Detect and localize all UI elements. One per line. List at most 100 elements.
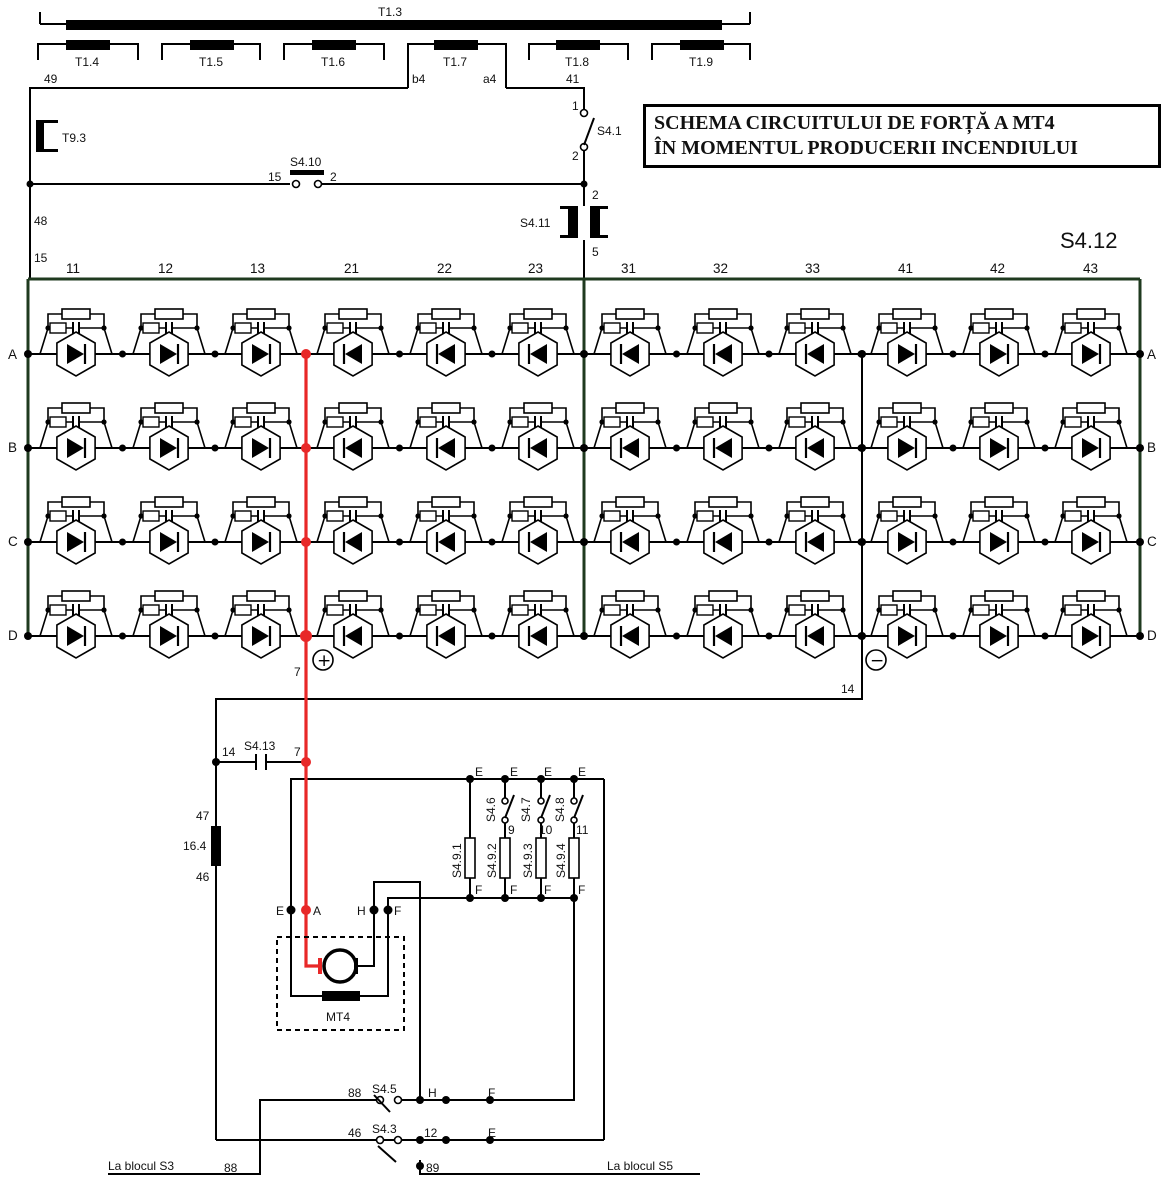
diode-cell <box>1054 308 1128 377</box>
row-label-left: B <box>8 440 17 455</box>
diode-cell <box>593 590 667 659</box>
diode-symbol <box>807 438 824 458</box>
center-junction <box>580 538 588 546</box>
bottom-f3-label: F <box>544 883 551 897</box>
la-blocul-s3-label: La blocul S3 <box>108 1159 174 1173</box>
snubber-resistor <box>431 402 461 414</box>
lower-junctions <box>212 758 578 1170</box>
s4-5-switch <box>373 1094 403 1113</box>
diode-symbol <box>67 344 84 364</box>
diode-cell <box>962 308 1036 377</box>
resistor-16-4 <box>211 826 221 866</box>
diode-symbol <box>898 626 915 646</box>
snubber-resistor <box>154 496 184 508</box>
diode-cell <box>870 590 944 659</box>
row-junction <box>765 538 773 546</box>
schematic-title: SCHEMA CIRCUITULUI DE FORȚĂ A MT4 ÎN MOM… <box>643 104 1161 168</box>
diode-cell <box>778 590 852 659</box>
s4-13-label: S4.13 <box>244 739 276 753</box>
top-e1-label: E <box>475 765 483 779</box>
upper-wiring <box>29 87 585 280</box>
motor-brush-right <box>354 958 358 974</box>
motor-enclosure <box>276 936 405 1031</box>
diode-symbol <box>1082 438 1099 458</box>
snubber-resistor <box>246 590 276 602</box>
s4-9-1-label: S4.9.1 <box>450 843 464 878</box>
s4-7-label: S4.7 <box>519 797 533 822</box>
s4-1-pin1: 1 <box>572 99 579 113</box>
diode-cell <box>409 590 483 659</box>
snubber-resistor <box>1076 308 1106 320</box>
snubber-resistor <box>61 590 91 602</box>
center-junction <box>580 444 588 452</box>
la-blocul-s5-label: La blocul S5 <box>607 1159 673 1173</box>
diode-symbol <box>715 532 732 552</box>
s4-1-switch <box>579 108 595 152</box>
fault-path-nodes <box>300 349 312 915</box>
row-junction <box>673 350 680 358</box>
top-e2-label: E <box>510 765 518 779</box>
motor-field-winding <box>322 991 360 1001</box>
diode-symbol <box>622 438 639 458</box>
diode-symbol <box>160 438 177 458</box>
wire-88b-label: 88 <box>224 1161 238 1175</box>
row-terminal <box>24 632 32 640</box>
snubber-resistor <box>154 308 184 320</box>
diode-cell <box>316 308 390 377</box>
snubber-resistor <box>800 402 830 414</box>
diode-cell <box>1054 590 1128 659</box>
diode-cell <box>409 496 483 565</box>
row-junction <box>396 632 403 640</box>
s4-6-8-switches <box>469 779 584 838</box>
wire-41-label: 41 <box>566 72 580 86</box>
s4-6-label: S4.6 <box>484 797 498 822</box>
wire-46-label: 46 <box>196 870 210 884</box>
diode-cell <box>593 496 667 565</box>
t1-3-label: T1.3 <box>378 5 402 19</box>
snubber-resistor <box>892 308 922 320</box>
snubber-resistor <box>984 590 1014 602</box>
row-junction <box>119 538 126 546</box>
diode-cell <box>224 402 298 471</box>
row-junction <box>488 350 496 358</box>
s4-11-pin2: 2 <box>592 188 599 202</box>
diode-symbol <box>67 532 84 552</box>
diode-symbol <box>1082 626 1099 646</box>
row-label-left: C <box>8 534 18 549</box>
diode-cell <box>778 496 852 565</box>
bottom-f4-label: F <box>578 883 585 897</box>
terminal-f-label: F <box>394 904 401 918</box>
center-junction <box>580 632 588 640</box>
t1-3-bar <box>66 20 722 30</box>
diode-cell <box>686 590 760 659</box>
wire-49-label: 49 <box>44 72 58 86</box>
snubber-resistor <box>892 590 922 602</box>
wire-46b-label: 46 <box>348 1126 362 1140</box>
snubber-resistor <box>615 496 645 508</box>
snubber-resistor <box>892 496 922 508</box>
diode-cell <box>778 308 852 377</box>
b4-label: b4 <box>412 72 426 86</box>
a4-label: a4 <box>483 72 497 86</box>
s4-13-contact <box>255 754 267 770</box>
wire-14b-label: 14 <box>222 745 236 759</box>
row-junction <box>211 632 219 640</box>
snubber-resistor <box>708 496 738 508</box>
diode-symbol <box>715 344 732 364</box>
row-junction <box>119 632 126 640</box>
row-junction <box>673 538 680 546</box>
diode-symbol <box>898 344 915 364</box>
row-label-right: C <box>1147 534 1157 549</box>
diode-cell <box>316 496 390 565</box>
diode-bridge <box>24 308 1144 659</box>
column-label: 43 <box>1083 261 1098 276</box>
s4-11-contact <box>560 206 608 238</box>
minus-junction <box>858 444 866 452</box>
diode-symbol <box>252 344 269 364</box>
diode-symbol <box>807 626 824 646</box>
resistor-16-4-label: 16.4 <box>183 839 207 853</box>
diode-symbol <box>622 532 639 552</box>
diode-cell <box>224 496 298 565</box>
s4-3-e-label: E <box>488 1126 496 1140</box>
t9-3-contact <box>36 120 58 152</box>
